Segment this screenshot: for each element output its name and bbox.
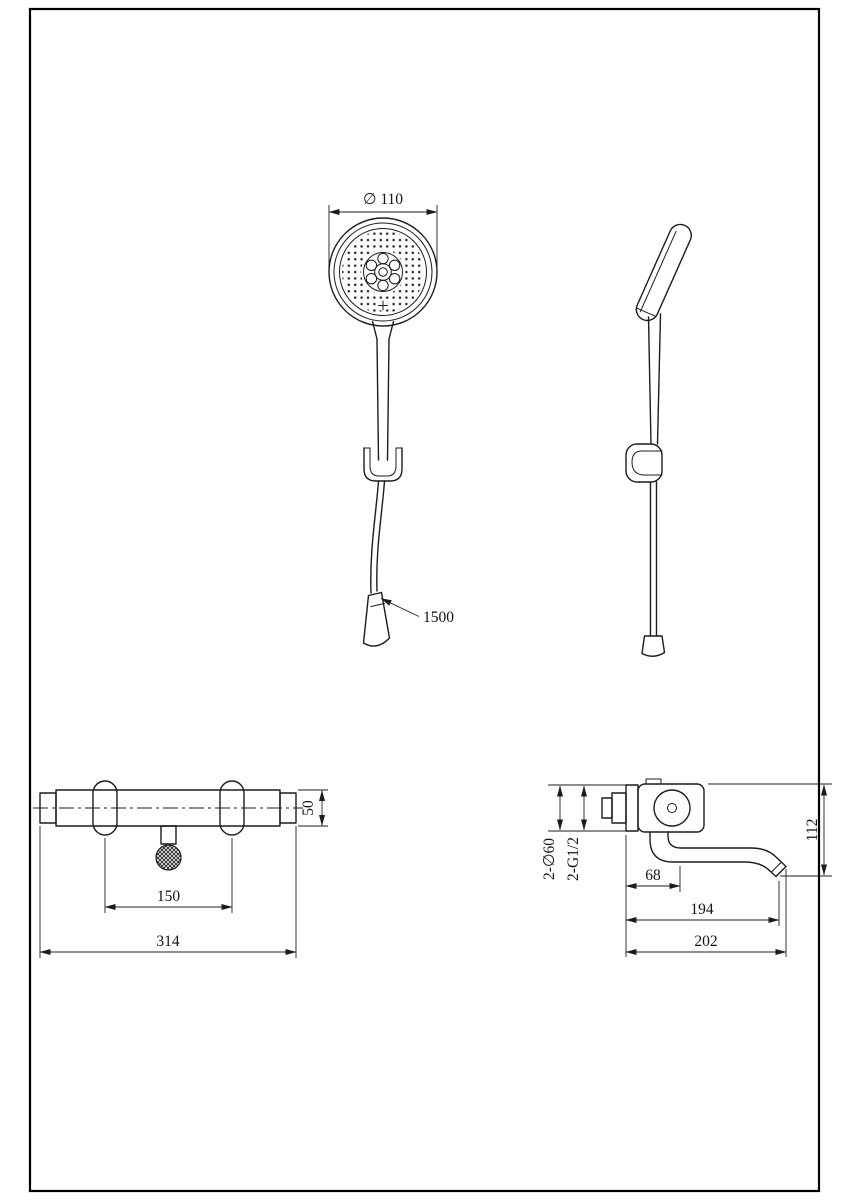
mixer-body-side [637,778,705,833]
dim-wall-threads: 2-G1/2 [565,785,587,881]
dim-bar-length: 314 [39,826,297,958]
outlet-stub [160,825,177,845]
outlet-port [155,844,182,871]
wall-connection [601,784,639,832]
shower-hose-side [641,481,666,657]
dim-union-spacing: 150 [104,838,233,913]
hand-shower-front-view: ∅ 110 [328,191,454,647]
outline [369,447,397,477]
diverter-stub [645,778,662,785]
union-nut [611,792,627,824]
hose-edge [376,480,386,592]
dim-wall-threads-label: 2-G1/2 [565,837,582,881]
hand-shower-handle [371,320,395,461]
dim-head-diameter-label: ∅ 110 [363,191,403,208]
outline [339,228,427,316]
dim-bar-length-label: 314 [156,933,180,950]
thread-nipple [601,797,613,819]
dim-wall-to-outlet-label: 68 [645,867,661,884]
outline [637,783,705,833]
spout-outlet-face [775,865,787,878]
outline [363,447,403,482]
escutcheon-flange [625,784,639,832]
shower-head-face [328,217,438,327]
aerator-ring [771,862,782,872]
dim-body-height: 112 [708,783,832,877]
hose-end-cone [641,635,666,657]
outline [647,316,652,445]
dim-hose-length: 1500 [380,598,454,626]
outline [631,450,663,476]
dim-overall-depth-label: 202 [694,933,717,950]
hose-edge [370,480,380,594]
nozzle-ring [377,252,389,265]
outline [333,222,433,322]
outline [635,223,692,322]
outline [625,443,663,483]
dim-wall-flanges-label: 2-∅60 [541,838,558,880]
spout-side [649,831,787,878]
wall-union [219,780,245,836]
hand-shower-side-view [625,223,692,657]
outline [374,263,392,281]
outline [378,267,388,277]
dim-wall-flanges: 2-∅60 [541,784,626,880]
outline [371,320,380,461]
outline [328,217,438,327]
spray-nozzle-field [342,231,424,313]
dim-bar-diameter: 50 [298,789,328,827]
spout-edge [649,831,777,878]
dim-head-diameter: ∅ 110 [328,191,438,267]
wall-union [92,780,118,836]
dim-overall-depth: 202 [625,869,787,957]
dim-bar-diameter-label: 50 [300,800,317,816]
outline [656,313,662,445]
dim-union-spacing-label: 150 [157,888,181,905]
handle-side [647,313,662,445]
dim-body-height-label: 112 [804,819,821,842]
mode-button-cross [378,300,388,311]
outline [386,320,395,461]
nozzle-ring [365,273,378,285]
bath-mixer-side-view: 2-∅60 2-G1/2 68 112 194 202 [541,778,832,957]
dim-spout-reach: 194 [625,881,780,926]
nozzle-ring [377,279,389,292]
spout-edge [667,831,787,868]
nozzle-ring [365,259,378,271]
nozzle-ring [388,259,401,271]
shower-bar-front-view: 50 150 314 [33,780,328,958]
hose-end-cone [362,591,391,647]
dim-spout-reach-label: 194 [690,901,714,918]
outline [370,603,385,607]
sheet-frame [28,7,821,1193]
wall-bracket-side [625,443,663,483]
wall-bracket-front [363,447,403,482]
leader-line [380,598,420,617]
dim-wall-to-outlet: 68 [625,835,681,957]
face-seam [639,230,677,313]
dim-hose-length-label: 1500 [423,609,454,626]
shower-head-side [635,223,692,322]
nozzle-ring [388,273,401,285]
valve-center [667,803,677,813]
outline [363,252,403,292]
outline [636,307,657,317]
shower-hose-front [362,480,391,647]
valve-boss [653,789,691,827]
